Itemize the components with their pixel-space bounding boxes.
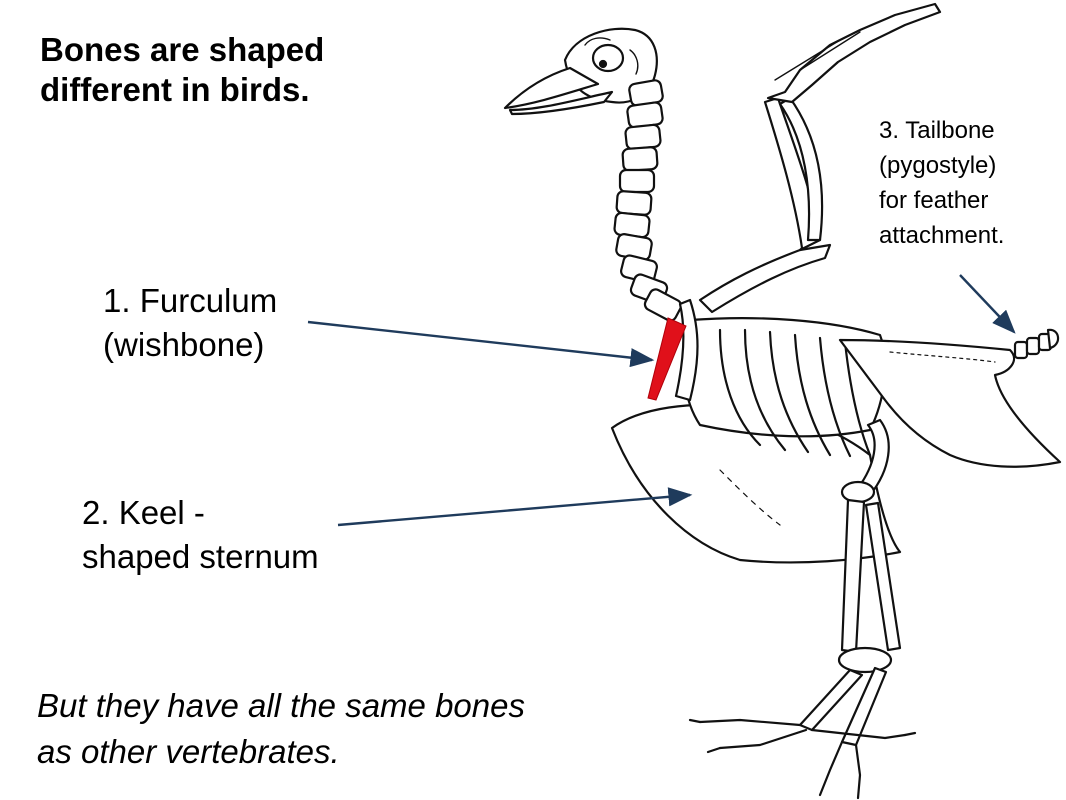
coracoid [674, 298, 699, 402]
wing [698, 2, 942, 314]
tailbone-label-line-4: attachment. [879, 222, 1005, 249]
ribcage [682, 317, 887, 458]
furculum-label: 1. Furculum (wishbone) [103, 279, 277, 367]
keel-label-line-1: 2. Keel - [82, 494, 205, 531]
tailbone-label-line-2: (pygostyle) [879, 152, 997, 179]
pelvis [838, 338, 1062, 468]
keel-label: 2. Keel - shaped sternum [82, 491, 319, 579]
pygostyle [1013, 328, 1060, 360]
tailbone-label-line-1: 3. Tailbone [879, 117, 995, 144]
furculum-label-line-1: 1. Furculum [103, 282, 278, 319]
keel-arrow [337, 487, 693, 527]
title-line-2: different in birds. [40, 71, 310, 108]
footer-note: But they have all the same bones as othe… [37, 683, 525, 775]
upper-beak [503, 66, 600, 110]
furculum-highlight [647, 317, 687, 401]
tailbone-label: 3. Tailbone (pygostyle) for feather atta… [879, 113, 1004, 253]
furculum-label-line-2: (wishbone) [103, 326, 265, 363]
skeleton [503, 2, 1062, 800]
tailbone-label-line-3: for feather [879, 187, 989, 214]
title-line-1: Bones are shaped [40, 31, 325, 68]
keel-label-line-2: shaped sternum [82, 538, 319, 575]
page-title: Bones are shaped different in birds. [40, 30, 324, 110]
lower-beak [508, 90, 614, 116]
neck-vertebrae [613, 79, 683, 322]
footer-line-2: as other vertebrates. [37, 733, 340, 770]
footer-line-1: But they have all the same bones [37, 687, 525, 724]
tailbone-arrow [959, 274, 1016, 334]
furculum-arrow [307, 320, 655, 368]
leg [688, 418, 917, 800]
